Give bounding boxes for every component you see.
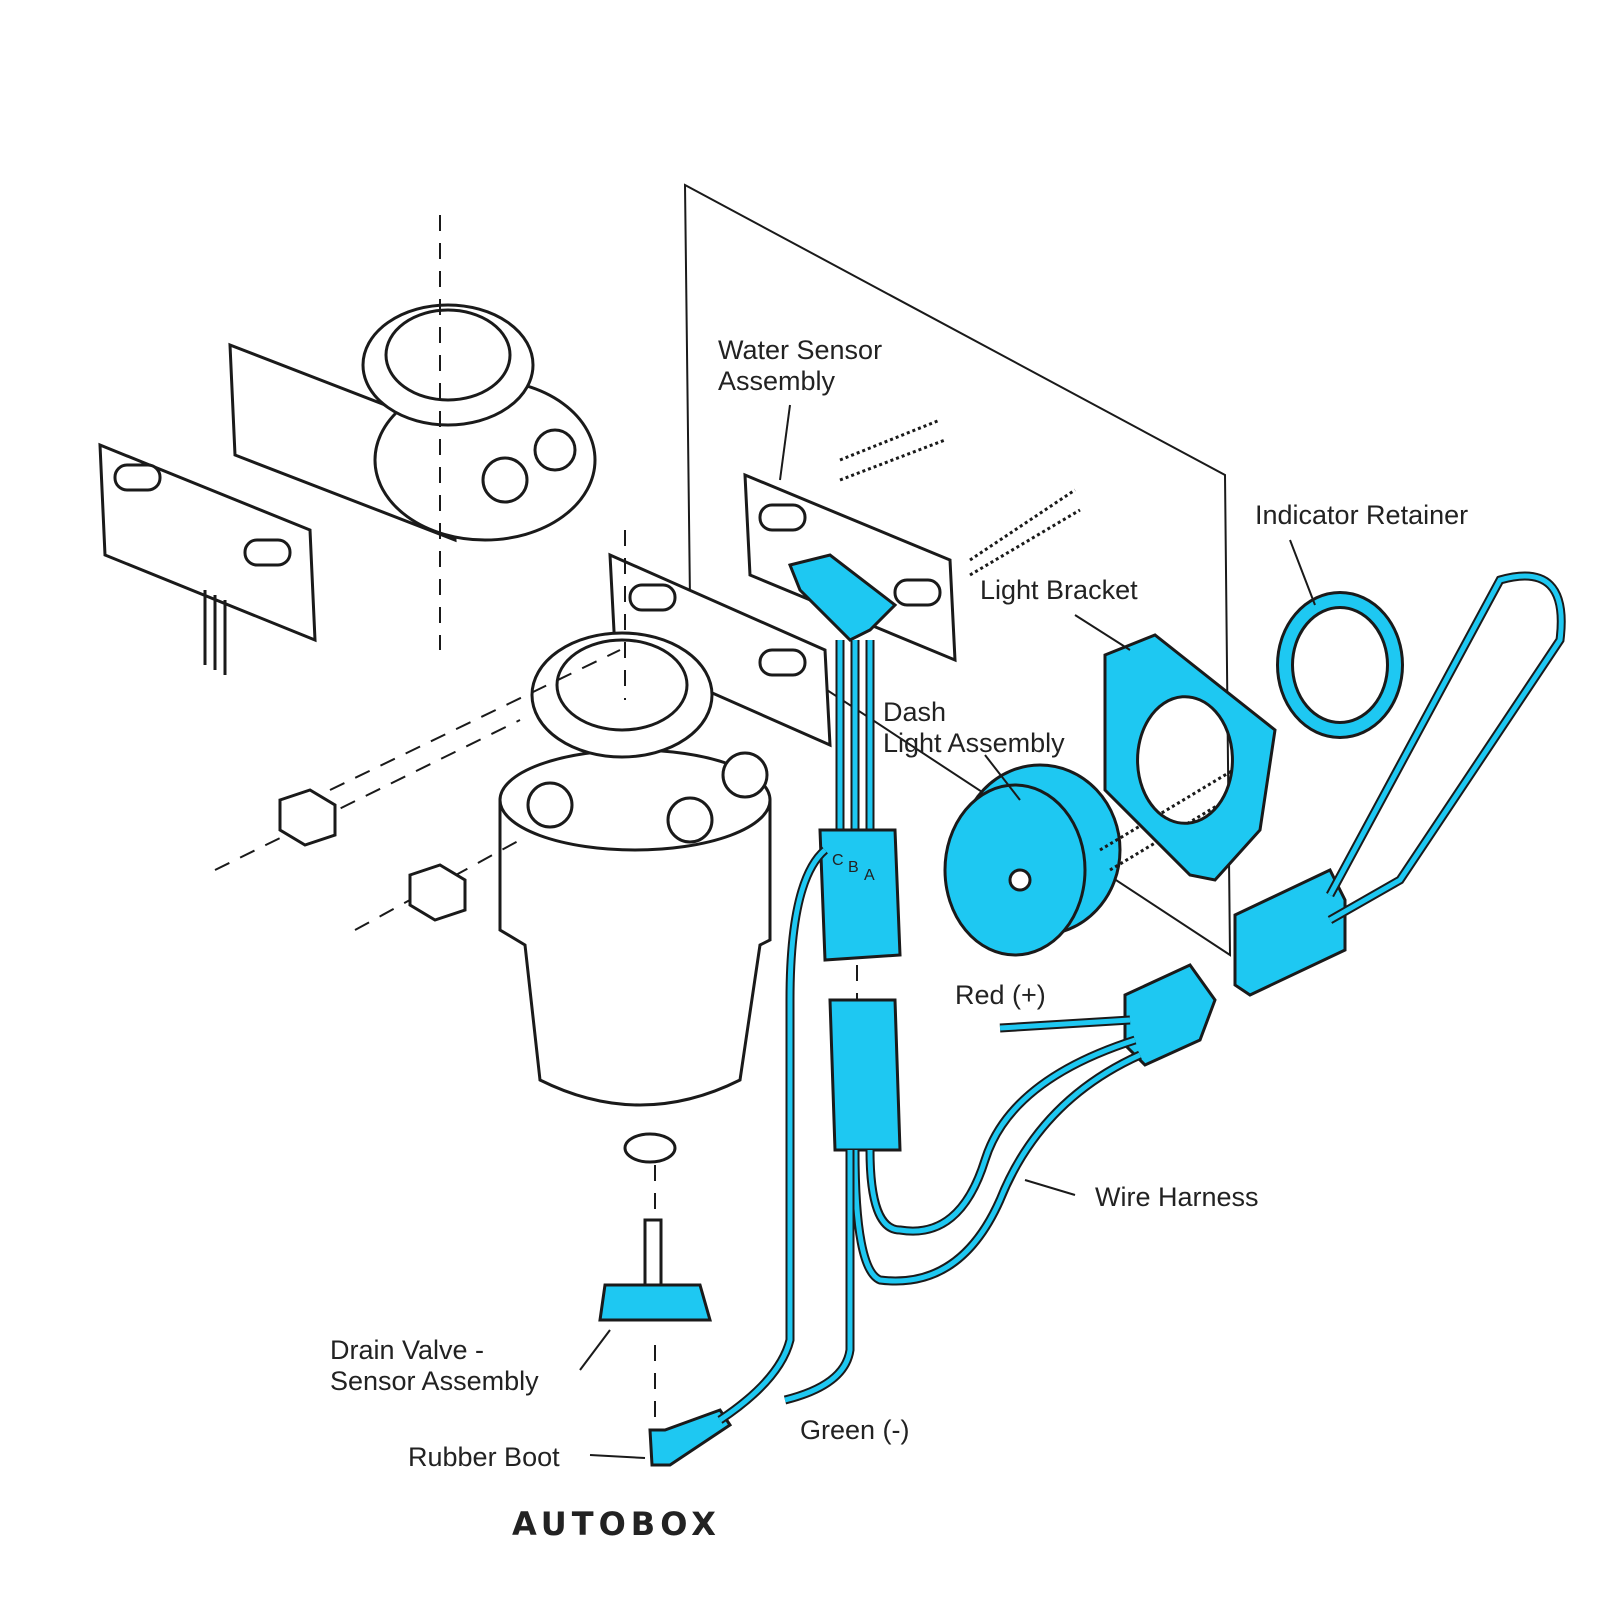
dash-light-assembly bbox=[943, 758, 1261, 957]
brand-logo: AUTOBOX bbox=[512, 1505, 721, 1543]
label-rubber-boot: Rubber Boot bbox=[408, 1442, 560, 1472]
indicator-retainer-ring bbox=[1279, 594, 1401, 736]
pin-label-c: C bbox=[832, 852, 844, 869]
label-green-negative: Green (-) bbox=[800, 1415, 910, 1445]
pin-label-a: A bbox=[864, 867, 875, 884]
light-bracket-shape bbox=[1103, 633, 1277, 882]
label-red-positive: Red (+) bbox=[955, 980, 1046, 1010]
label-indicator-retainer: Indicator Retainer bbox=[1255, 500, 1469, 530]
connector-right bbox=[1233, 868, 1347, 997]
water-sensor-assembly bbox=[743, 418, 1081, 663]
fuel-filter-main bbox=[214, 530, 832, 1240]
label-wire-harness: Wire Harness bbox=[1095, 1182, 1259, 1212]
label-light-bracket: Light Bracket bbox=[980, 575, 1138, 605]
filter-head-upper bbox=[98, 215, 597, 675]
leader-lines bbox=[579, 404, 1316, 1459]
connector-upper bbox=[818, 640, 902, 1152]
pin-label-b: B bbox=[848, 859, 859, 876]
label-drain-valve-sensor-assembly: Drain Valve - Sensor Assembly bbox=[330, 1335, 539, 1396]
mounting-panel bbox=[683, 183, 1232, 957]
wire-harness bbox=[717, 571, 1566, 1424]
label-water-sensor-assembly: Water Sensor Assembly bbox=[718, 335, 883, 396]
label-dash-light-assembly: Dash Light Assembly bbox=[883, 697, 1065, 758]
drain-valve bbox=[598, 1218, 733, 1467]
connector-middle bbox=[1123, 963, 1217, 1067]
